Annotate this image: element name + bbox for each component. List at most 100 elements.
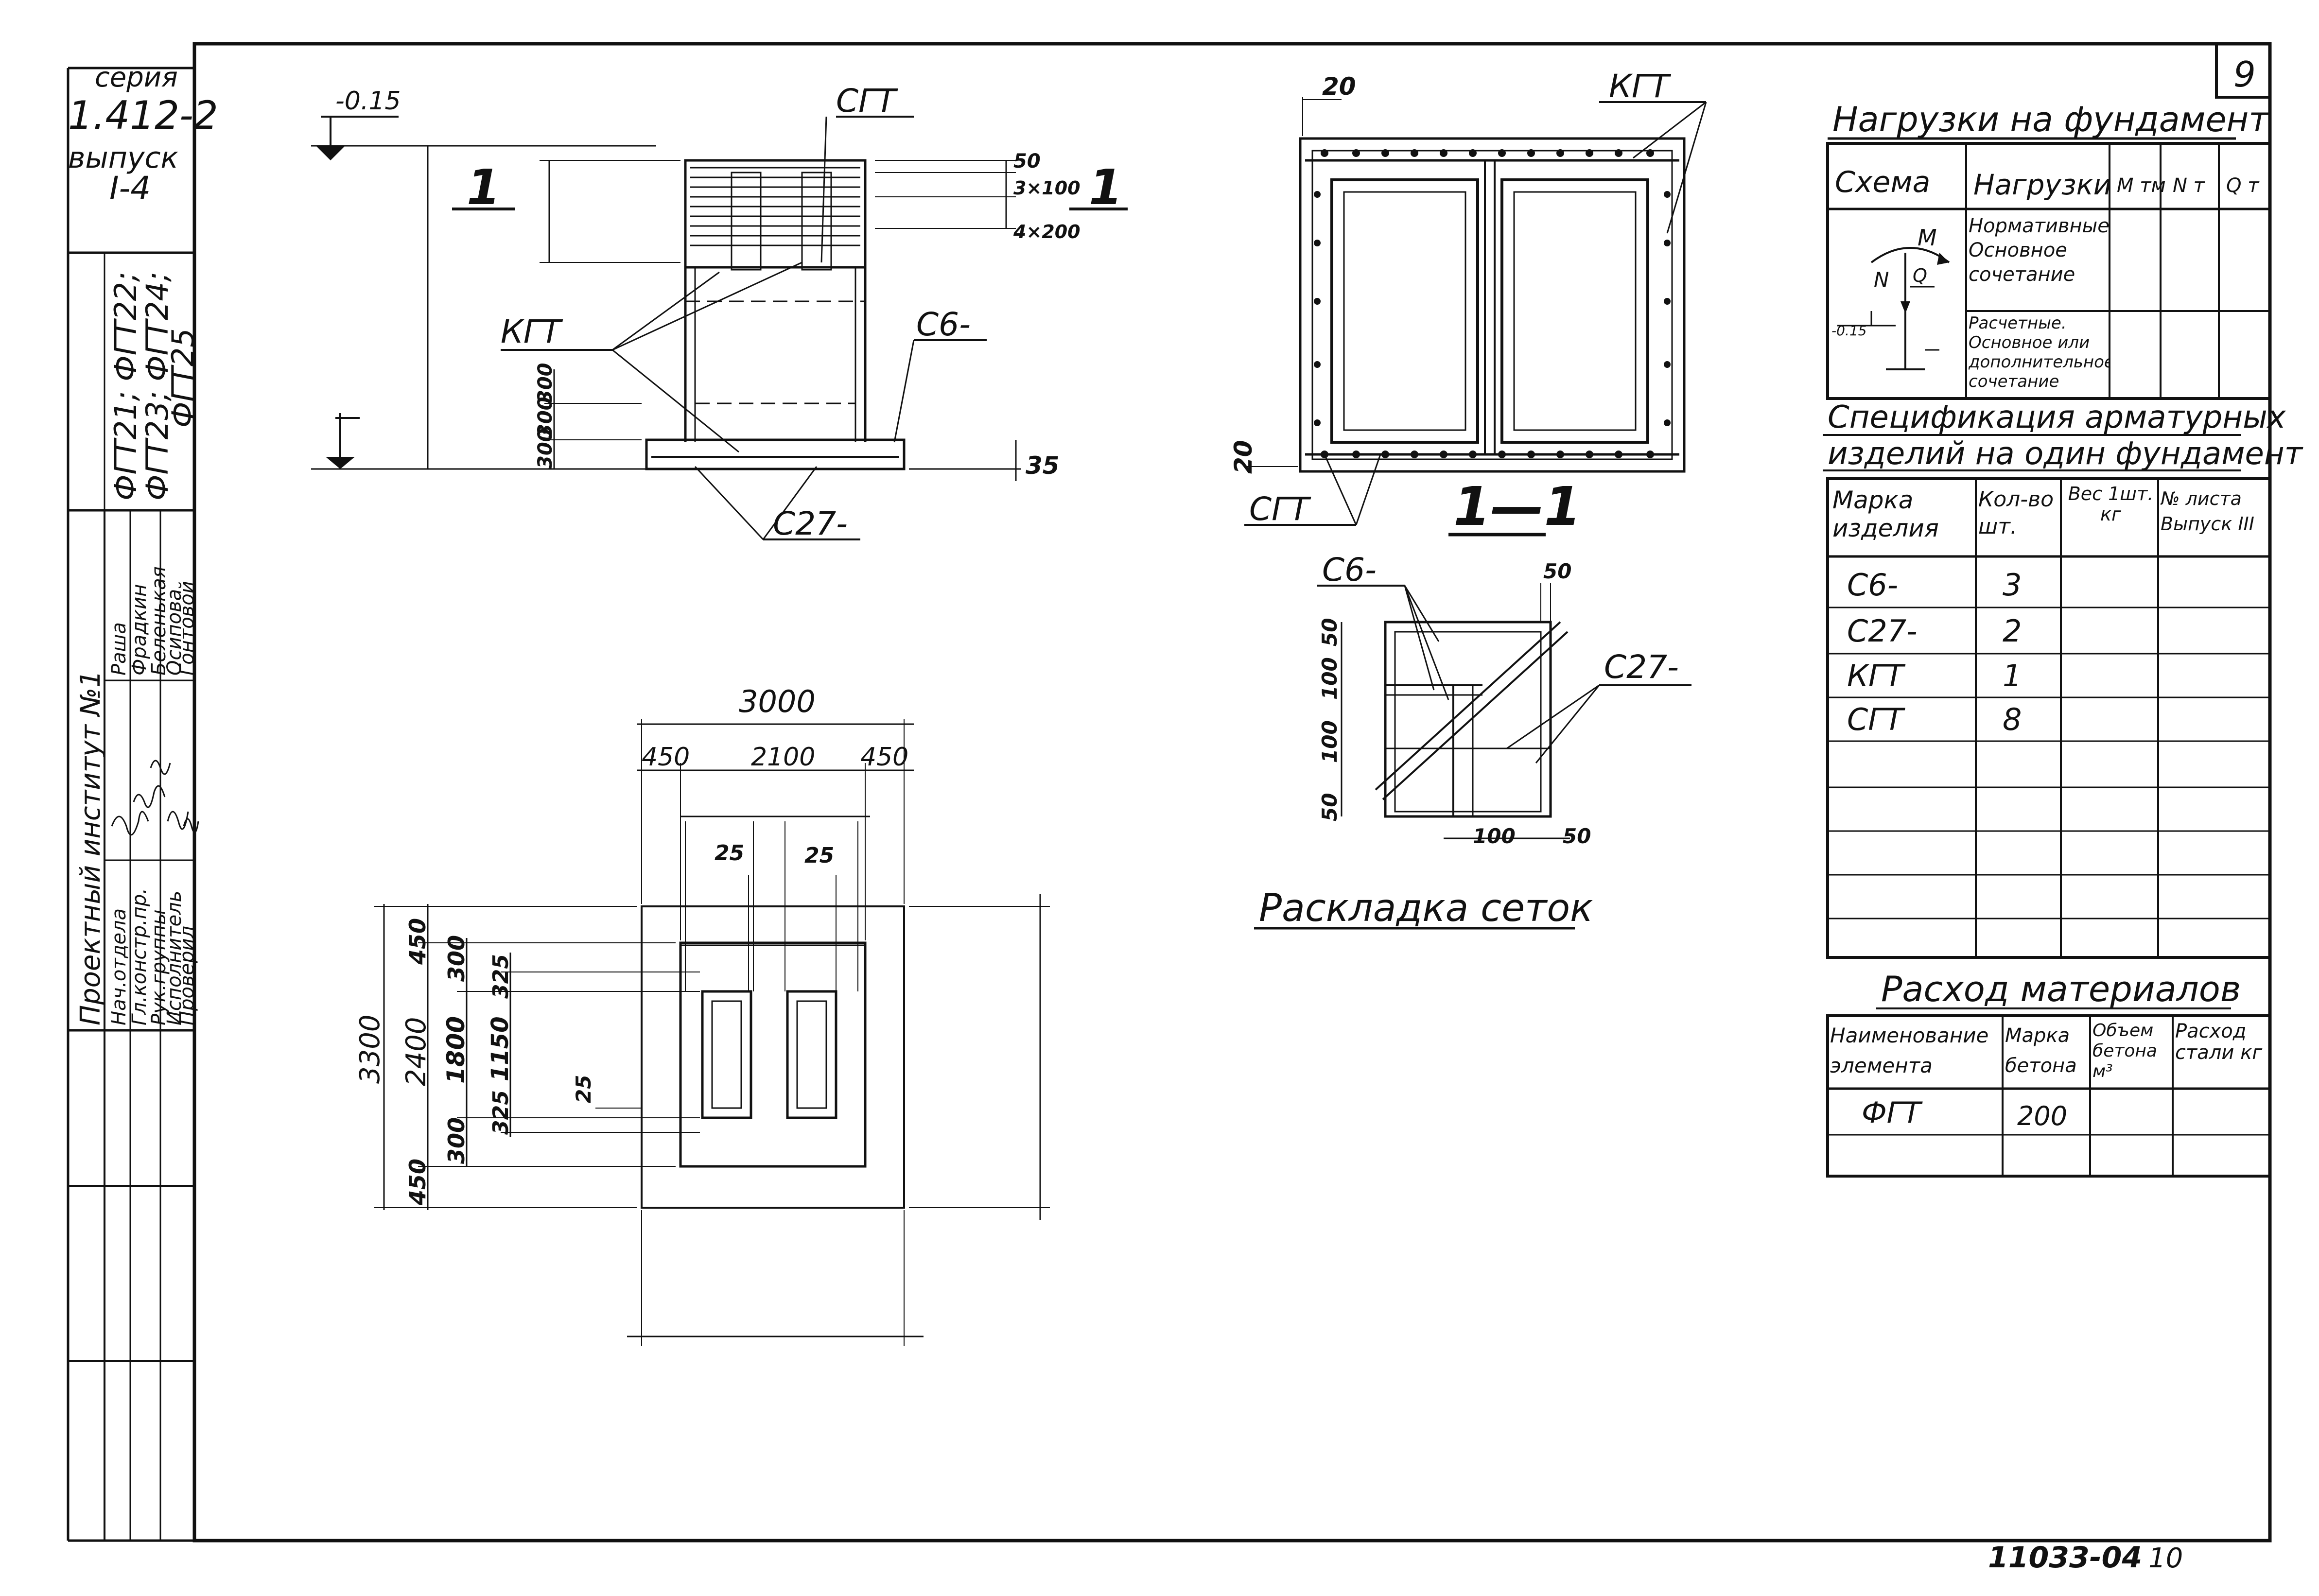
label-section-sgt: СГТ xyxy=(1249,490,1311,528)
dim-plan-25-a: 25 xyxy=(715,841,744,866)
dim-plan-1150: 1150 xyxy=(487,1016,514,1081)
materials-row-1-name: ФГТ xyxy=(1862,1096,1923,1130)
issue-label: выпуск xyxy=(68,141,178,175)
label-c27: С27- xyxy=(773,505,848,542)
sheet-number-box xyxy=(2215,42,2271,99)
spec-title-1: Спецификация арматурных xyxy=(1828,399,2286,435)
spec-header-qty: Кол-во шт. xyxy=(1978,487,2054,539)
dim-section-left: 20 xyxy=(1229,440,1257,474)
dim-mesh-bottom-2: 50 xyxy=(1563,824,1591,848)
loads-header-q: Q т xyxy=(2226,174,2260,197)
label-mesh-c27: С27- xyxy=(1604,648,1679,686)
name-4: Осипова xyxy=(163,589,186,676)
dim-plan-325-bottom: 325 xyxy=(488,1090,513,1135)
spec-row-3-mark: КГТ xyxy=(1847,658,1906,694)
role-1: Нач.отдела xyxy=(108,908,130,1025)
footer-page: 10 xyxy=(2148,1543,2183,1574)
label-c6: С6- xyxy=(916,306,971,343)
dim-plan-325-top: 325 xyxy=(488,954,513,999)
scheme-label-n: N xyxy=(1874,268,1889,292)
spec-row-4-mark: СГТ xyxy=(1847,702,1905,737)
label-mesh-c6: С6- xyxy=(1322,551,1377,589)
scheme-label-q: Q xyxy=(1913,265,1927,286)
dim-plan-300-bottom: 300 xyxy=(443,1117,470,1164)
role-2: Гл.констр.пр. xyxy=(128,888,151,1025)
dim-plan-1800: 1800 xyxy=(442,1016,470,1084)
spec-header-weight: Вес 1шт. кг xyxy=(2068,484,2154,525)
dim-mesh-top: 50 xyxy=(1543,559,1571,583)
dim-base: 35 xyxy=(1026,451,1060,480)
spec-row-1-mark: С6- xyxy=(1847,567,1898,603)
load-scheme-icon: М N Q -0.15 xyxy=(1831,225,1950,370)
dim-plan-3300: 3300 xyxy=(354,1014,386,1084)
spec-row-2-qty: 2 xyxy=(2003,613,2022,649)
institute-name: Проектный институт №1 xyxy=(75,670,106,1025)
dim-right-1: 50 xyxy=(1013,150,1041,173)
series-value: 1.412-2 xyxy=(68,93,218,138)
signatures-image xyxy=(111,760,199,836)
level-bottom-marker xyxy=(326,457,355,469)
dim-plan-300-top: 300 xyxy=(443,935,470,982)
dim-plan-450-bottom: 450 xyxy=(404,1159,431,1206)
dim-plan-450-top: 450 xyxy=(404,918,431,965)
section-mark-left: 1 xyxy=(467,159,501,216)
loads-header-loads: Нагрузки xyxy=(1973,168,2111,201)
dim-plan-2100: 2100 xyxy=(751,743,815,772)
dim-mesh-left-3: 100 xyxy=(1318,720,1342,763)
role-5: Проверил xyxy=(176,926,198,1025)
plan-view: 3000 450 2100 450 25 25 3300 450 2400 45… xyxy=(354,684,1050,1346)
loads-header-n: N т xyxy=(2173,174,2206,197)
mark-line-3: ФГТ25 xyxy=(165,328,201,428)
dim-left-2: 300 xyxy=(534,397,557,438)
spec-title-2: изделий на один фундамент xyxy=(1828,436,2303,472)
materials-title: Расход материалов xyxy=(1881,969,2241,1009)
name-5: Гонтовой xyxy=(176,581,198,676)
loads-row-design: Расчетные. Основное или дополнительное с… xyxy=(1969,313,2110,391)
dim-plan-25-c: 25 xyxy=(572,1075,595,1103)
level-top-label: -0.15 xyxy=(335,87,401,116)
loads-header-scheme: Схема xyxy=(1835,165,1930,199)
materials-row-1-grade: 200 xyxy=(2017,1101,2067,1131)
dim-plan-3000: 3000 xyxy=(739,684,816,719)
role-4: Исполнитель xyxy=(163,891,186,1025)
name-3: Беленькая xyxy=(148,566,170,676)
loads-table: Нагрузки на фундамент Схема Нагрузки М т… xyxy=(1826,100,2271,400)
scheme-label-m: М xyxy=(1918,225,1937,251)
title-block: серия 1.412-2 выпуск I-4 ФГТ21; ФГТ22; Ф… xyxy=(67,62,218,1542)
sheet-number: 9 xyxy=(2233,54,2256,95)
mark-line-1: ФГТ21; ФГТ22; xyxy=(108,272,143,501)
dim-mesh-left-2: 100 xyxy=(1318,657,1342,700)
materials-header-name: Наименование элемента xyxy=(1830,1024,1989,1077)
elevation-view: -0.15 1 1 xyxy=(311,82,1128,542)
level-top-marker xyxy=(316,146,345,160)
footer-doc-code: 11033-04 xyxy=(1988,1541,2142,1575)
mesh-layout-title: Раскладка сеток xyxy=(1259,886,1593,930)
spec-row-1-qty: 3 xyxy=(2003,567,2022,603)
dim-right-3: 4×200 xyxy=(1013,221,1081,243)
issue-value: I-4 xyxy=(109,170,151,207)
dim-plan-450-right: 450 xyxy=(860,743,908,772)
dim-plan-25-b: 25 xyxy=(804,843,834,868)
mark-line-2: ФГТ23; ФГТ24; xyxy=(139,272,175,501)
spec-header-sheet: № листа Выпуск III xyxy=(2161,488,2254,535)
dim-section-top: 20 xyxy=(1322,72,1356,101)
loads-row-normative: Нормативные Основное сочетание xyxy=(1969,215,2110,286)
dim-left-3: 300 xyxy=(534,429,557,469)
materials-table: Расход материалов Наименование элемента … xyxy=(1826,969,2271,1178)
materials-header-volume: Объем бетона м³ xyxy=(2092,1021,2157,1081)
spec-table: Спецификация арматурных изделий на один … xyxy=(1823,399,2303,959)
materials-header-steel: Расход стали кг xyxy=(2175,1021,2263,1064)
name-1: Раша xyxy=(108,622,130,676)
dim-plan-2400: 2400 xyxy=(401,1017,432,1086)
label-section-kgt: КГТ xyxy=(1609,68,1672,105)
dim-plan-450-left: 450 xyxy=(642,743,690,772)
spec-row-4-qty: 8 xyxy=(2003,702,2022,737)
label-sgt: СГТ xyxy=(836,82,898,120)
spec-header-mark: Марка изделия xyxy=(1832,486,1939,542)
dim-right-2: 3×100 xyxy=(1013,177,1081,199)
dim-left-1: 300 xyxy=(534,363,557,404)
label-kgt: КГТ xyxy=(501,313,563,350)
dim-mesh-left-4: 50 xyxy=(1318,793,1342,821)
mesh-layout: С6- С27- 50 100 100 50 50 100 50 Расклад… xyxy=(1254,551,1691,930)
